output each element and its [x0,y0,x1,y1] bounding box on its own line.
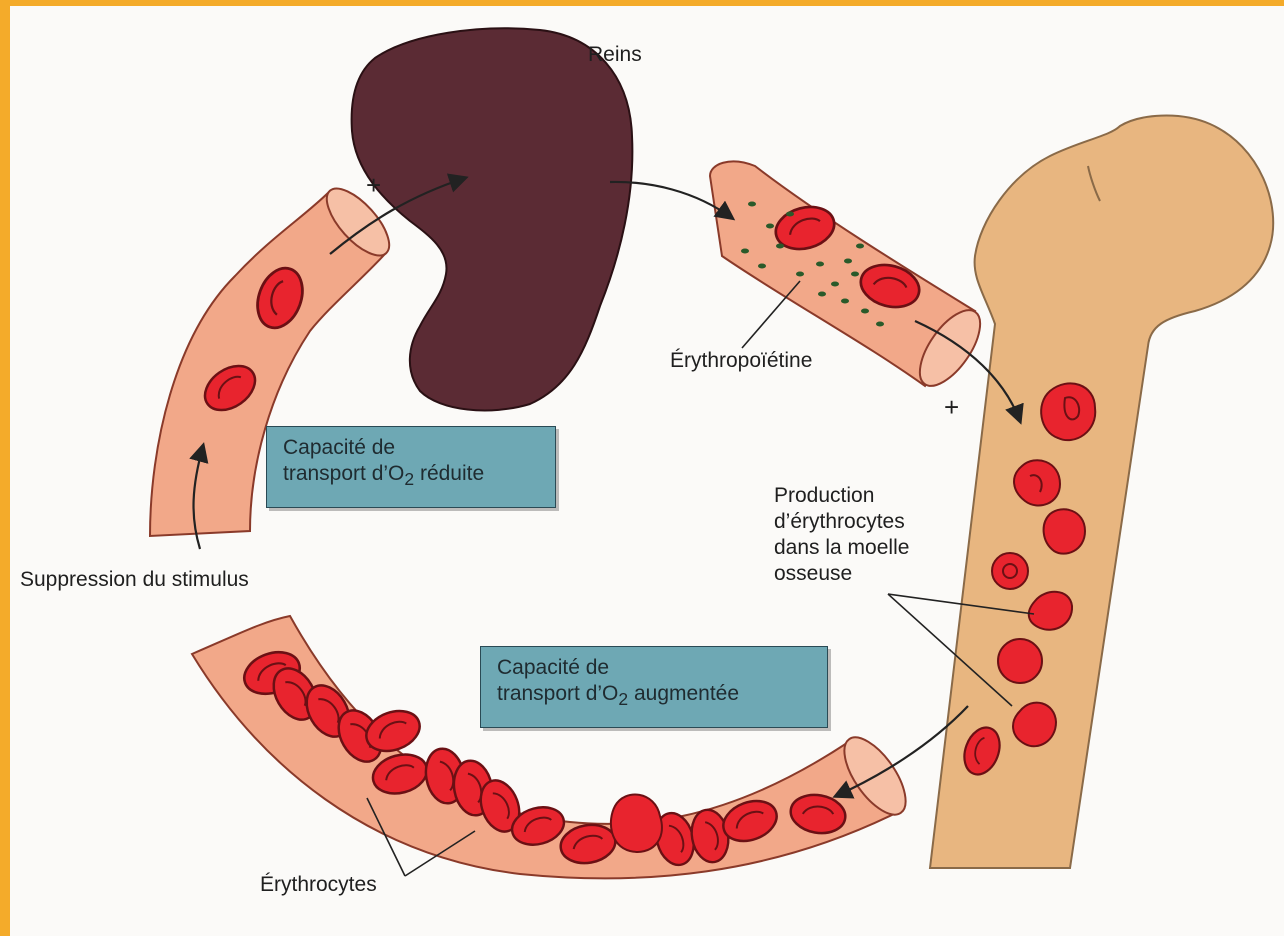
epo-label: Érythropoïétine [670,348,812,373]
box-reduced-line1: Capacité de [283,435,539,461]
box-increased-line2-pre: transport d’O [497,682,618,705]
diagram: Reins Érythropoïétine Suppression du sti… [10,6,1284,936]
box-increased-capacity: Capacité de transport d’O2 augmentée [480,646,828,728]
production-line-2: d’érythrocytes [774,509,909,535]
production-line-4: osseuse [774,561,909,587]
box-increased-line1: Capacité de [497,655,811,681]
box-increased-subscript: 2 [618,689,628,709]
production-line-1: Production [774,483,909,509]
box-increased-line2: transport d’O2 augmentée [497,681,811,712]
box-reduced-capacity: Capacité de transport d’O2 réduite [266,426,556,508]
erythrocytes-label: Érythrocytes [260,872,377,897]
marrow-blob-bottom [611,795,662,852]
stimulus-removal-label: Suppression du stimulus [20,567,249,592]
box-reduced-subscript: 2 [404,469,414,489]
diagram-artwork [10,6,1284,936]
production-line-3: dans la moelle [774,535,909,561]
kidney-label: Reins [588,42,642,67]
box-reduced-line2-post: réduite [414,462,484,485]
kidney [352,28,633,410]
plus-sign-left: + [366,170,381,201]
plus-sign-right: + [944,392,959,423]
box-reduced-line2-pre: transport d’O [283,462,404,485]
production-label: Production d’érythrocytes dans la moelle… [774,483,909,587]
box-increased-line2-post: augmentée [628,682,739,705]
box-reduced-line2: transport d’O2 réduite [283,461,539,492]
